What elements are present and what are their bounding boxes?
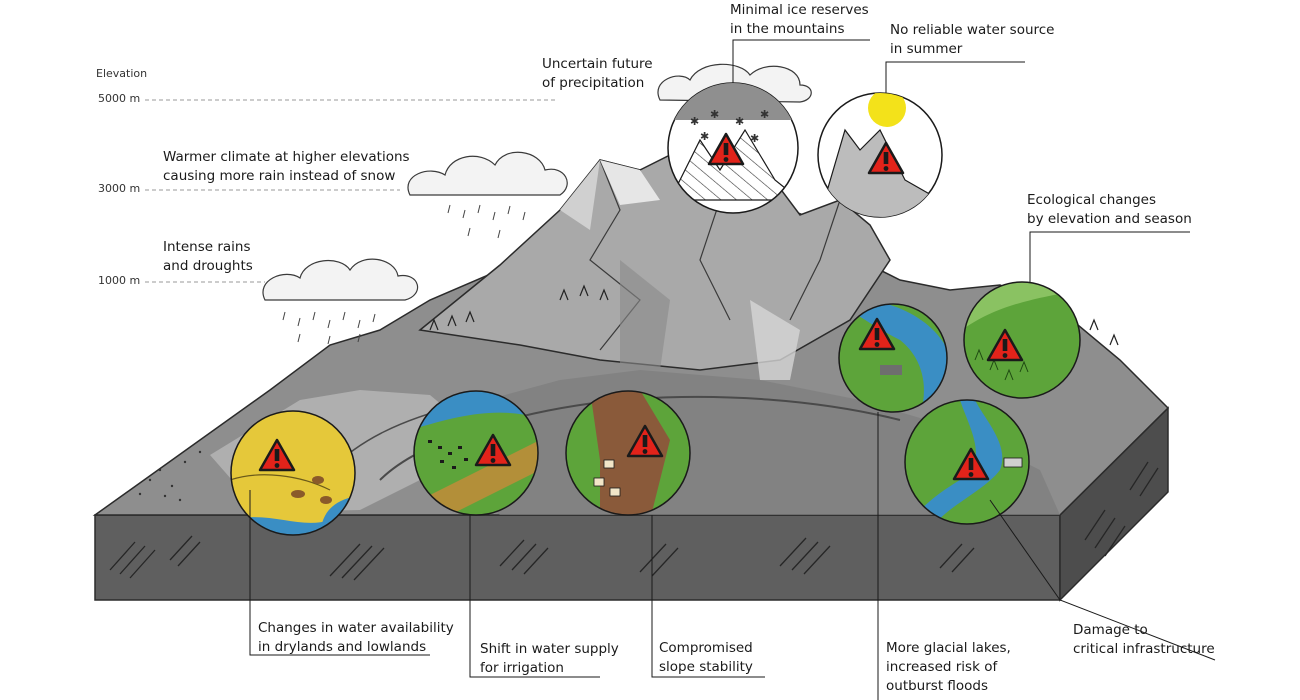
label-ecological-changes: Ecological changes by elevation and seas… <box>1027 192 1192 227</box>
circle-minimal-ice: ✱✱✱✱ ✱✱ <box>667 82 799 214</box>
rain-cloud-low <box>262 258 419 345</box>
circle-no-water-summer <box>817 92 943 218</box>
svg-text:✱: ✱ <box>750 132 759 145</box>
elevation-level: 5000 m <box>98 92 141 105</box>
label-drylands: Changes in water availability in dryland… <box>258 620 454 655</box>
rain-cloud-high <box>407 151 568 239</box>
circle-infrastructure <box>904 399 1030 525</box>
label-intense-rains: Intense rains and droughts <box>163 239 253 274</box>
label-no-water-summer: No reliable water source in summer <box>890 22 1055 57</box>
circle-slope <box>565 390 691 516</box>
circle-ecological <box>963 281 1081 399</box>
sun-icon <box>868 93 906 127</box>
label-uncertain-precipitation: Uncertain future of precipitation <box>542 56 653 91</box>
elevation-level: 1000 m <box>98 274 141 287</box>
label-glacial-lakes: More glacial lakes, increased risk of ou… <box>886 640 1011 694</box>
elevation-title: Elevation <box>96 67 148 80</box>
svg-text:✱: ✱ <box>700 130 709 143</box>
label-warmer-climate: Warmer climate at higher elevations caus… <box>163 149 410 184</box>
circle-glacial-lakes <box>838 303 948 413</box>
elevation-level: 3000 m <box>98 182 141 195</box>
label-slope-stability: Compromised slope stability <box>659 640 753 675</box>
svg-text:✱: ✱ <box>710 108 719 121</box>
svg-text:✱: ✱ <box>690 115 699 128</box>
elevation-guides <box>145 99 555 283</box>
label-minimal-ice: Minimal ice reserves in the mountains <box>730 2 869 37</box>
label-critical-infrastructure: Damage to critical infrastructure <box>1073 622 1215 657</box>
label-irrigation: Shift in water supply for irrigation <box>480 641 619 676</box>
terrain-block-base <box>94 406 1169 602</box>
svg-text:✱: ✱ <box>735 115 744 128</box>
svg-text:✱: ✱ <box>760 108 769 121</box>
leader-lines <box>249 39 1216 700</box>
